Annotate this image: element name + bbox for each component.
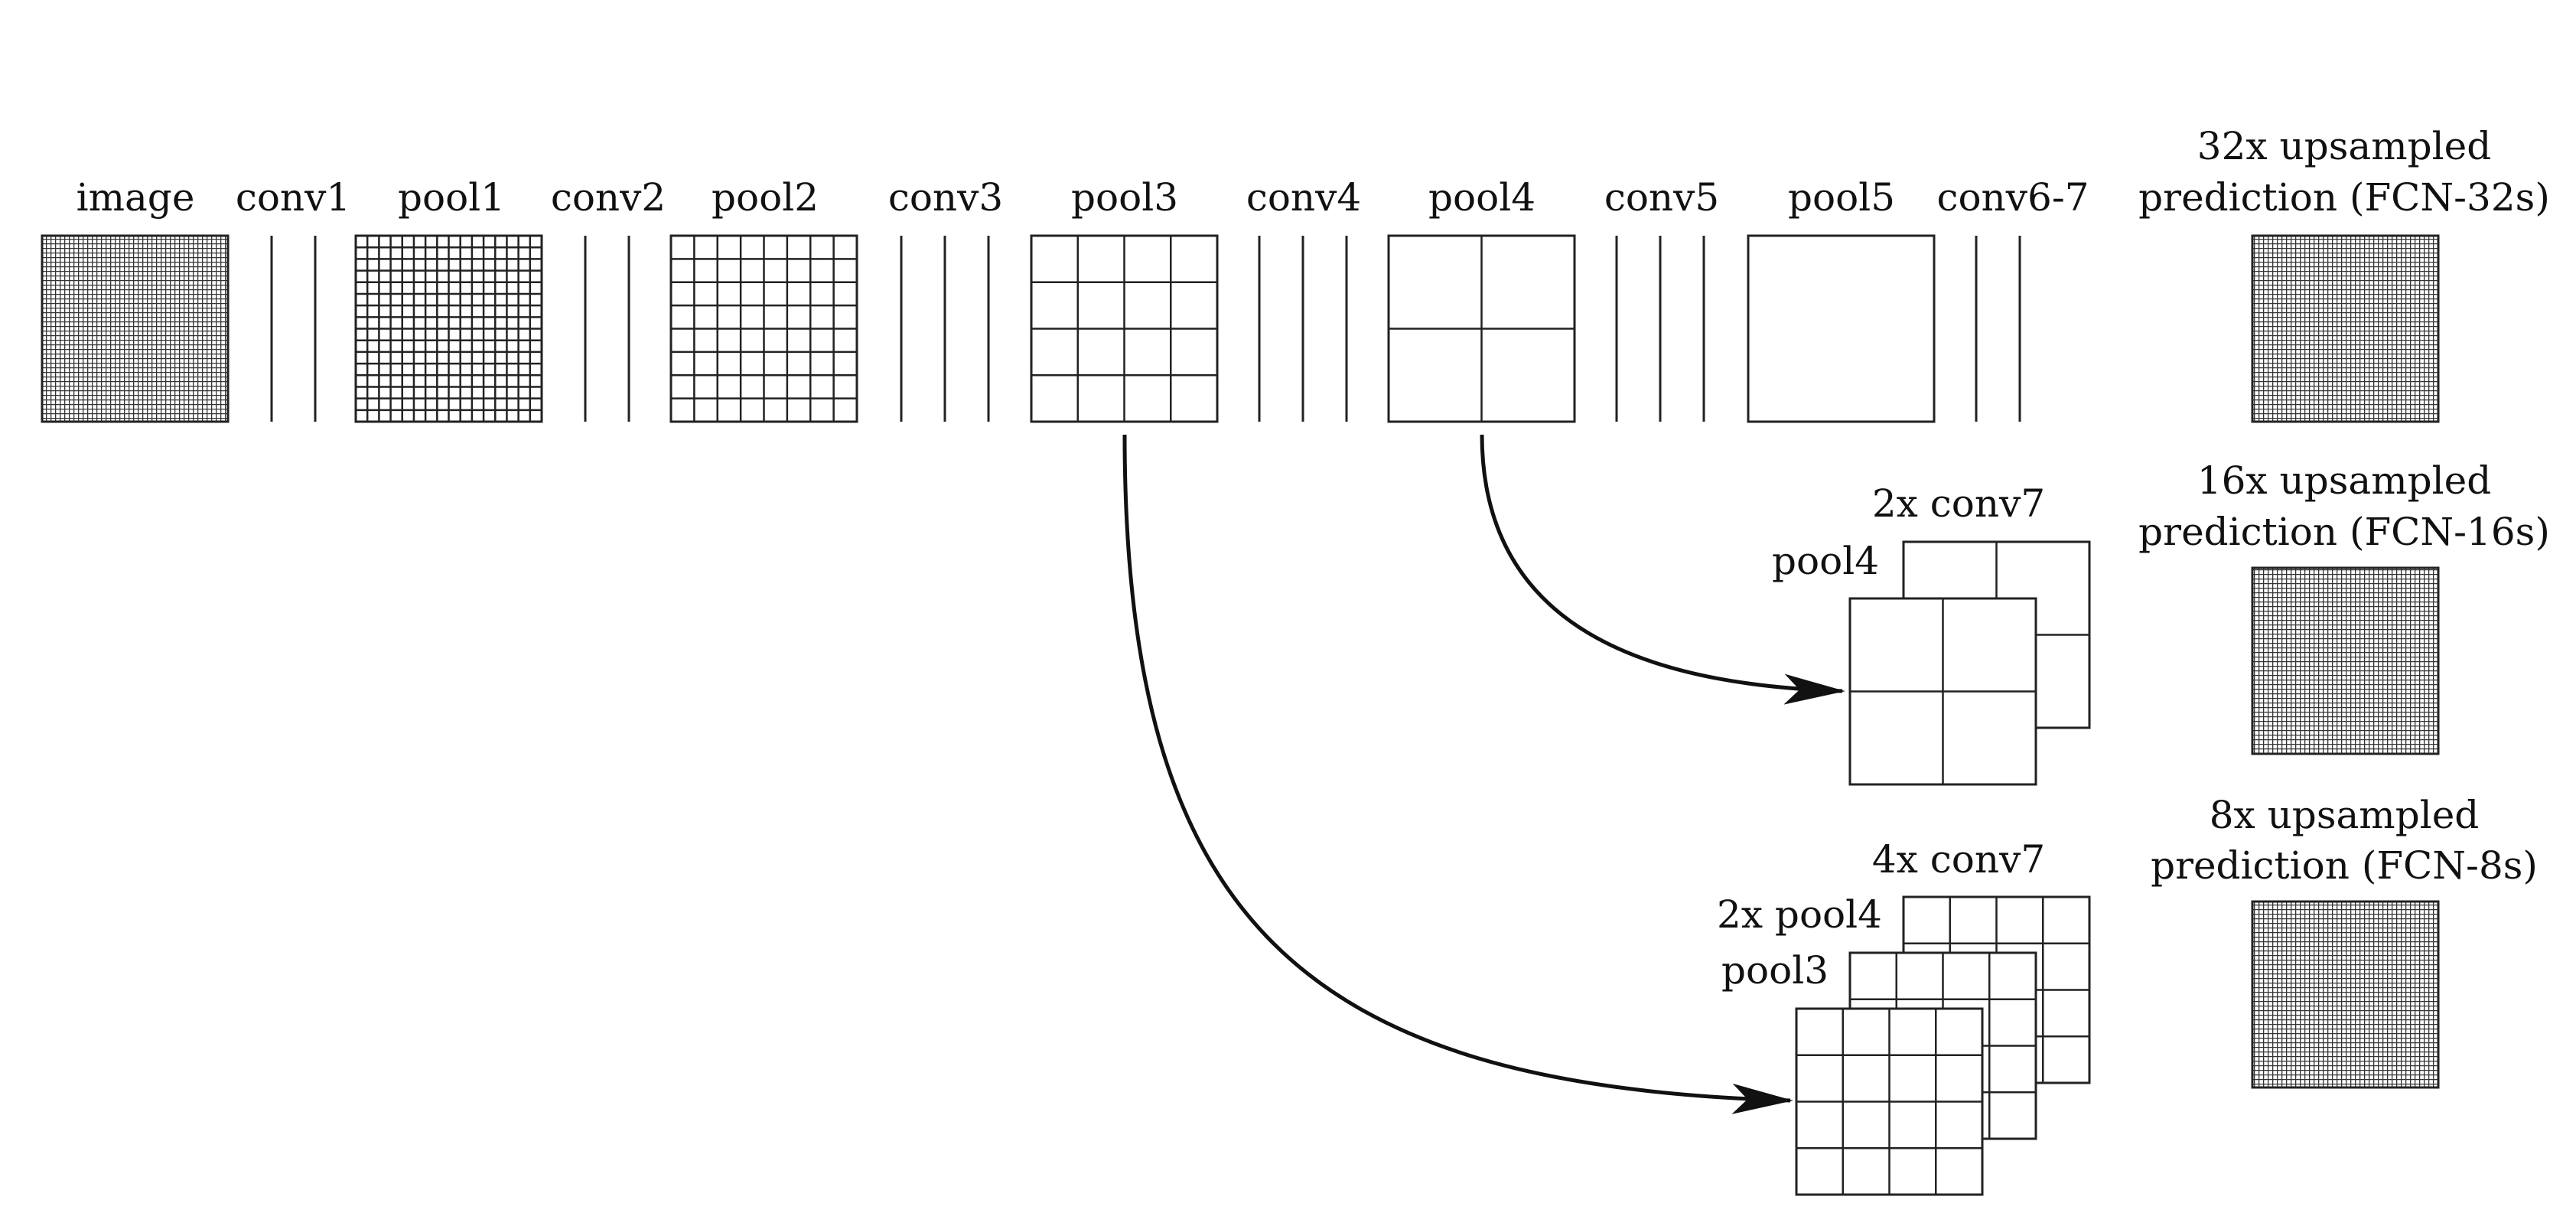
conv1-bars (270, 236, 317, 422)
pool5-grid (1747, 234, 1936, 423)
label-fcn32-line2: prediction (FCN-32s) (2138, 175, 2550, 220)
conv2-bars (584, 236, 630, 422)
pool4-skip-arrow (1480, 434, 1845, 705)
label-image: image (77, 175, 195, 220)
label-conv4: conv4 (1246, 175, 1361, 220)
label-4x-conv7: 4x conv7 (1872, 837, 2045, 882)
conv5-bars (1615, 236, 1705, 422)
fcn32-prediction-grid (2251, 234, 2440, 423)
label-fcn16-line1: 16x upsampled (2197, 458, 2491, 503)
fcn8-front-grid (1795, 1007, 1984, 1196)
label-fcn8-line2: prediction (FCN-8s) (2151, 843, 2538, 888)
label-2x-conv7: 2x conv7 (1872, 481, 2045, 526)
pool3-skip-arrow (1122, 434, 1793, 1114)
label-conv2: conv2 (551, 175, 666, 220)
fcn16-prediction-grid (2251, 566, 2440, 755)
image-grid (41, 234, 230, 423)
label-conv3: conv3 (888, 175, 1003, 220)
pool3-grid (1030, 234, 1219, 423)
pool4-grid (1387, 234, 1576, 423)
label-pool3-stack: pool3 (1721, 948, 1829, 993)
pool2-grid (669, 234, 858, 423)
pool1-grid (354, 234, 543, 423)
conv3-bars (900, 236, 990, 422)
fcn8-prediction-grid (2251, 900, 2440, 1089)
conv6-7-bars (1975, 236, 2021, 422)
label-pool4-stack: pool4 (1772, 539, 1879, 583)
label-pool4: pool4 (1428, 175, 1536, 220)
label-2x-pool4: 2x pool4 (1717, 892, 1882, 937)
label-fcn16-line2: prediction (FCN-16s) (2138, 510, 2550, 554)
label-conv5: conv5 (1604, 175, 1719, 220)
label-fcn8-line1: 8x upsampled (2210, 793, 2480, 837)
fcn16-front-grid (1848, 597, 2037, 786)
label-conv6-7: conv6-7 (1936, 175, 2089, 220)
label-conv1: conv1 (236, 175, 350, 220)
conv4-bars (1258, 236, 1348, 422)
label-fcn32-line1: 32x upsampled (2197, 124, 2491, 168)
label-pool5: pool5 (1788, 175, 1895, 220)
label-pool1: pool1 (398, 175, 505, 220)
label-pool3: pool3 (1071, 175, 1178, 220)
label-pool2: pool2 (712, 175, 819, 220)
